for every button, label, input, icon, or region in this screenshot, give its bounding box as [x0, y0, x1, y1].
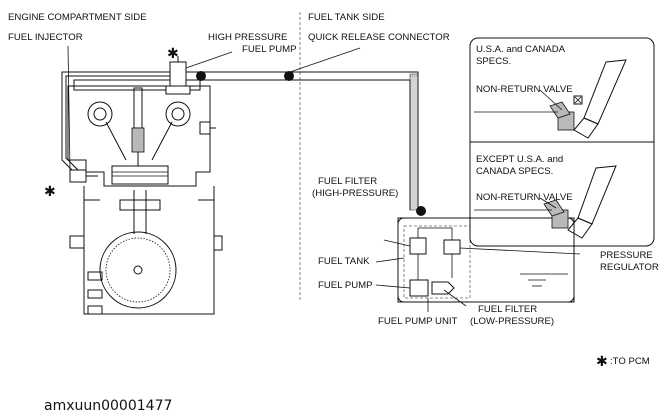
quick-release-joint-2 [284, 71, 294, 81]
label-quick-release-connector: QUICK RELEASE CONNECTOR [308, 32, 450, 43]
label-high-pressure-fuel-pump: FUEL PUMP [242, 44, 297, 55]
fuel-line [186, 71, 426, 216]
pressure-regulator [443, 239, 461, 255]
label-fuel-pump: FUEL PUMP [318, 280, 373, 291]
document-code: amxuun00001477 [44, 398, 172, 414]
asterisk-icon: ✱ [44, 184, 56, 200]
label-fuel-tank-side: FUEL TANK SIDE [308, 12, 385, 23]
label-non-return-valve: NON-RETURN VALVE [476, 84, 573, 95]
label-engine-compartment-side: ENGINE COMPARTMENT SIDE [8, 12, 147, 23]
label-fuel-tank: FUEL TANK [318, 256, 370, 267]
label-pressure-regulator: REGULATOR [600, 262, 659, 273]
leader-lines [67, 45, 581, 312]
quick-release-joint-1 [196, 71, 206, 81]
label-to-pcm: :TO PCM [610, 356, 650, 367]
label-usa-canada-specs: SPECS. [476, 56, 511, 67]
label-pressure-regulator: PRESSURE [600, 250, 653, 261]
label-fuel-filter-high-pressure: (HIGH-PRESSURE) [312, 188, 398, 199]
fuel-pump [409, 279, 429, 297]
label-fuel-filter-low-pressure: (LOW-PRESSURE) [470, 316, 554, 327]
label-fuel-filter-high-pressure: FUEL FILTER [318, 176, 377, 187]
quick-release-joint-3 [416, 206, 426, 216]
low-pressure-filter [431, 281, 455, 295]
engine-illustration [67, 79, 223, 315]
label-usa-canada-specs: U.S.A. and CANADA [476, 44, 566, 55]
label-non-return-valve: NON-RETURN VALVE [476, 192, 573, 203]
label-fuel-filter-low-pressure: FUEL FILTER [478, 304, 537, 315]
asterisk-icon: ✱ [167, 46, 179, 62]
label-except-usa-canada-specs: EXCEPT U.S.A. and [476, 154, 563, 165]
fuel-tank [397, 217, 575, 303]
label-high-pressure-fuel-pump: HIGH PRESSURE [208, 32, 287, 43]
asterisk-icon: ✱ [596, 354, 608, 370]
high-pressure-fuel-pump [165, 56, 191, 95]
label-fuel-pump-unit: FUEL PUMP UNIT [378, 316, 458, 327]
high-pressure-filter [409, 237, 427, 255]
fuel-rail [61, 71, 174, 183]
label-fuel-injector: FUEL INJECTOR [8, 32, 83, 43]
label-except-usa-canada-specs: CANADA SPECS. [476, 166, 553, 177]
spec-inset-box [469, 37, 655, 247]
